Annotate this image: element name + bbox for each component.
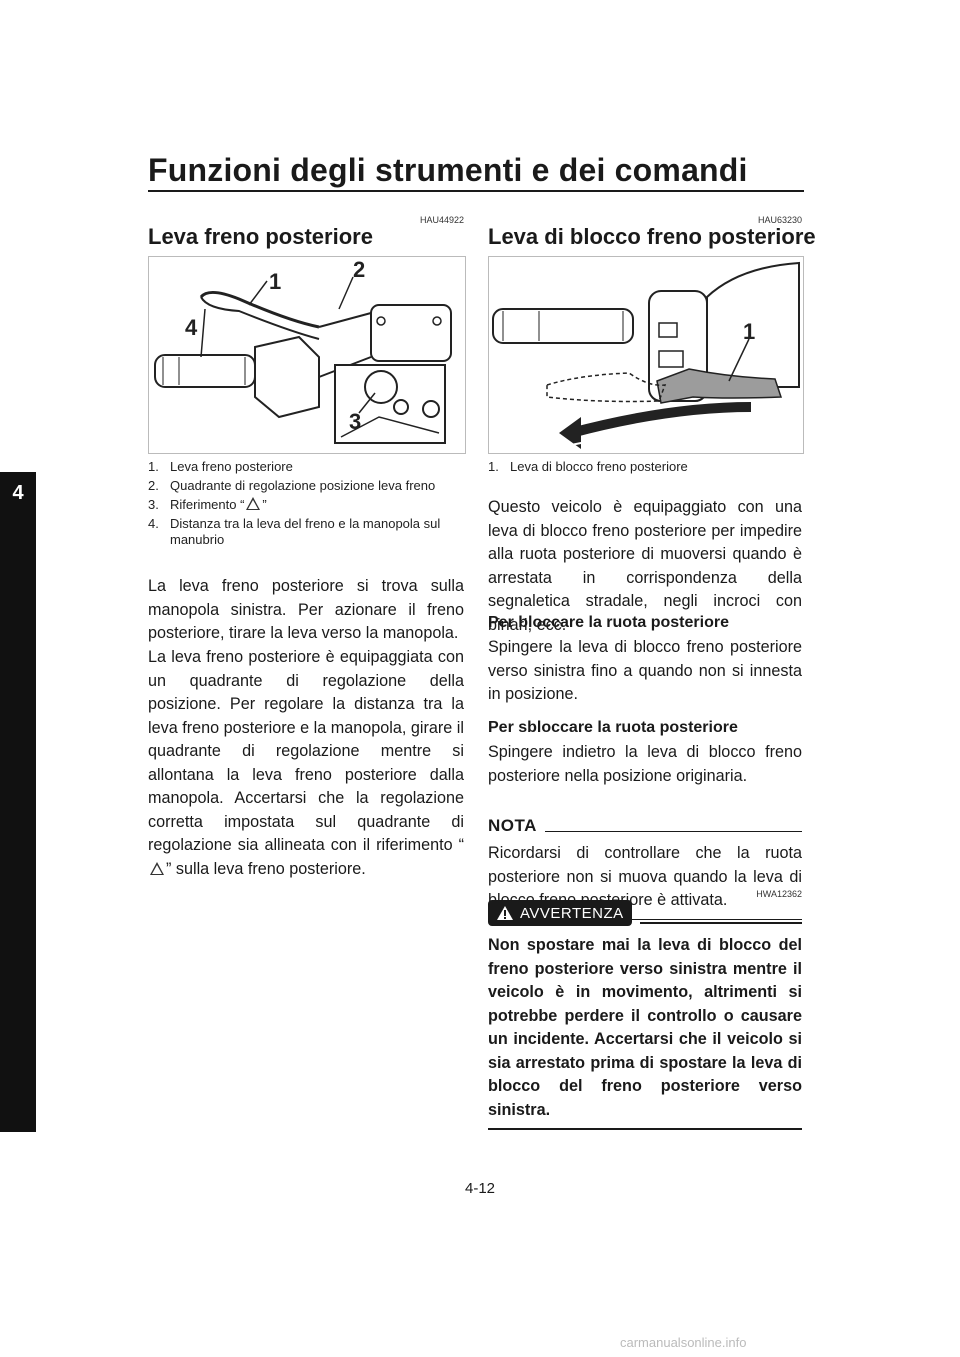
warning-badge: AVVERTENZA — [488, 900, 632, 926]
page-title: Funzioni degli strumenti e dei comandi — [148, 152, 748, 188]
title-rule — [148, 190, 804, 192]
left-paragraph-1: La leva freno posteriore si trova sulla … — [148, 577, 464, 642]
caption-text: Riferimento “ ” — [170, 497, 267, 513]
figure-label-2: 2 — [353, 257, 365, 282]
lock-subtitle: Per bloccare la ruota posteriore — [488, 614, 729, 631]
lock-lever-illustration: 1 — [492, 261, 800, 449]
caption-number: 1. — [148, 459, 159, 474]
caption-number: 2. — [148, 478, 159, 493]
chapter-tab — [0, 472, 36, 1132]
caption-item: 4. Distanza tra la leva del freno e la m… — [148, 516, 464, 548]
brake-lever-illustration: 1 2 3 4 — [154, 257, 452, 444]
figure-label-3: 3 — [349, 409, 361, 434]
left-paragraph-2: La leva freno posteriore è equipaggiata … — [148, 646, 464, 881]
chapter-number: 4 — [12, 482, 24, 504]
caption-text: Quadrante di regolazione posizione leva … — [170, 478, 436, 493]
section-code: HAU44922 — [419, 215, 464, 225]
triangle-mark-icon — [246, 497, 261, 510]
caption-number: 1. — [488, 459, 499, 474]
lock-lever-figure: 1 — [488, 256, 804, 454]
warning-rule — [639, 922, 802, 924]
section-title: Leva freno posteriore — [148, 224, 373, 249]
figure-label-1: 1 — [743, 319, 755, 344]
triangle-mark-icon — [150, 861, 164, 875]
figure-label-4: 4 — [185, 315, 198, 340]
lock-text: Spingere la leva di blocco freno posteri… — [488, 638, 802, 703]
warning-label: AVVERTENZA — [520, 904, 624, 922]
caption-item: 3. Riferimento “ ” — [148, 497, 464, 513]
right-intro: Questo veicolo è equipaggiato con una le… — [488, 498, 802, 634]
section-title: Leva di blocco freno posteriore — [488, 224, 816, 249]
caption-item: 1. Leva di blocco freno posteriore — [488, 459, 802, 475]
figure-captions: 1. Leva freno posteriore 2. Quadrante di… — [148, 459, 464, 548]
caption-text-before: Riferimento “ — [170, 497, 245, 512]
unlock-text: Spingere indietro la leva di blocco fren… — [488, 743, 802, 785]
caption-number: 4. — [148, 516, 159, 531]
caption-item: 2. Quadrante di regolazione posizione le… — [148, 478, 464, 494]
warning-end-rule — [488, 1128, 802, 1130]
section-code: HAU63230 — [757, 215, 802, 225]
unlock-subtitle: Per sbloccare la ruota posteriore — [488, 719, 738, 736]
caption-text: Leva freno posteriore — [170, 459, 293, 474]
brake-lever-figure: 1 2 3 4 — [148, 256, 466, 454]
caption-text: Leva di blocco freno posteriore — [510, 459, 688, 474]
nota-end-rule — [488, 918, 802, 920]
caption-text-after: ” — [262, 497, 267, 512]
warning-code: HWA12362 — [756, 889, 802, 899]
watermark: carmanualsonline.info — [620, 1335, 747, 1350]
caption-item: 1. Leva freno posteriore — [148, 459, 464, 475]
warning-text: Non spostare mai la leva di blocco del f… — [488, 936, 802, 1119]
nota-header: NOTA — [488, 816, 802, 836]
page-number: 4-12 — [464, 1180, 496, 1197]
figure-caption: 1. Leva di blocco freno posteriore — [488, 459, 802, 475]
warning-box: AVVERTENZA Non spostare mai la leva di b… — [488, 900, 802, 1130]
caption-text: Distanza tra la leva del freno e la mano… — [170, 516, 441, 547]
left-paragraph-2-text: La leva freno posteriore è equipaggiata … — [148, 648, 464, 854]
figure-label-1: 1 — [269, 269, 281, 294]
caption-number: 3. — [148, 497, 159, 512]
nota-rule — [544, 831, 802, 832]
nota-label: NOTA — [488, 816, 537, 835]
left-paragraph-2-end: ” sulla leva freno posteriore. — [166, 859, 366, 878]
warning-icon — [497, 906, 513, 920]
warning-header: AVVERTENZA — [488, 900, 802, 926]
